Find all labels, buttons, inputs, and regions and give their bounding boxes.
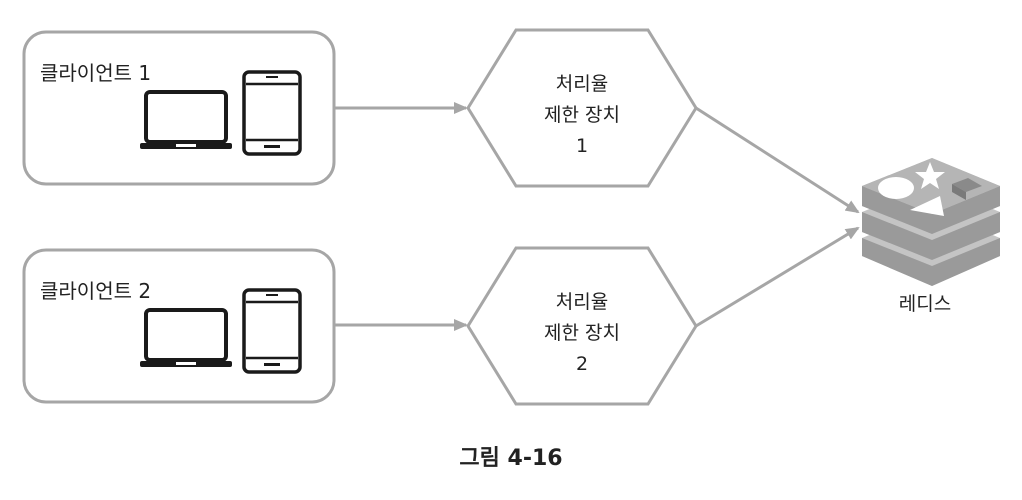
- tablet-icon: [242, 70, 302, 156]
- client-2-label: 클라이언트 2: [40, 279, 151, 303]
- laptop-icon: [140, 308, 232, 367]
- client-2-box: 클라이언트 2: [22, 248, 336, 404]
- rate-limiter-2: 처리율 제한 장치 2: [466, 246, 698, 406]
- rate-limiter-2-line-1: 처리율: [556, 291, 608, 313]
- rate-limiter-1-line-2: 제한 장치: [544, 104, 620, 126]
- arrow-limiter1-to-redis: [695, 106, 860, 214]
- laptop-icon: [140, 90, 232, 149]
- client-1-box: 클라이언트 1: [22, 30, 336, 186]
- figure-caption: 그림 4-16: [459, 446, 562, 471]
- redis-label: 레디스: [899, 293, 951, 315]
- rate-limiter-1-line-3: 1: [576, 135, 588, 157]
- rate-limiter-1: 처리율 제한 장치 1: [466, 28, 698, 188]
- rate-limiter-2-line-2: 제한 장치: [544, 322, 620, 344]
- rate-limiter-1-line-1: 처리율: [556, 73, 608, 95]
- redis-stack-icon: [862, 158, 1000, 286]
- tablet-icon: [242, 288, 302, 374]
- arrow-limiter2-to-redis: [695, 226, 860, 328]
- client-1-label: 클라이언트 1: [40, 61, 151, 85]
- rate-limiter-2-line-3: 2: [576, 353, 588, 375]
